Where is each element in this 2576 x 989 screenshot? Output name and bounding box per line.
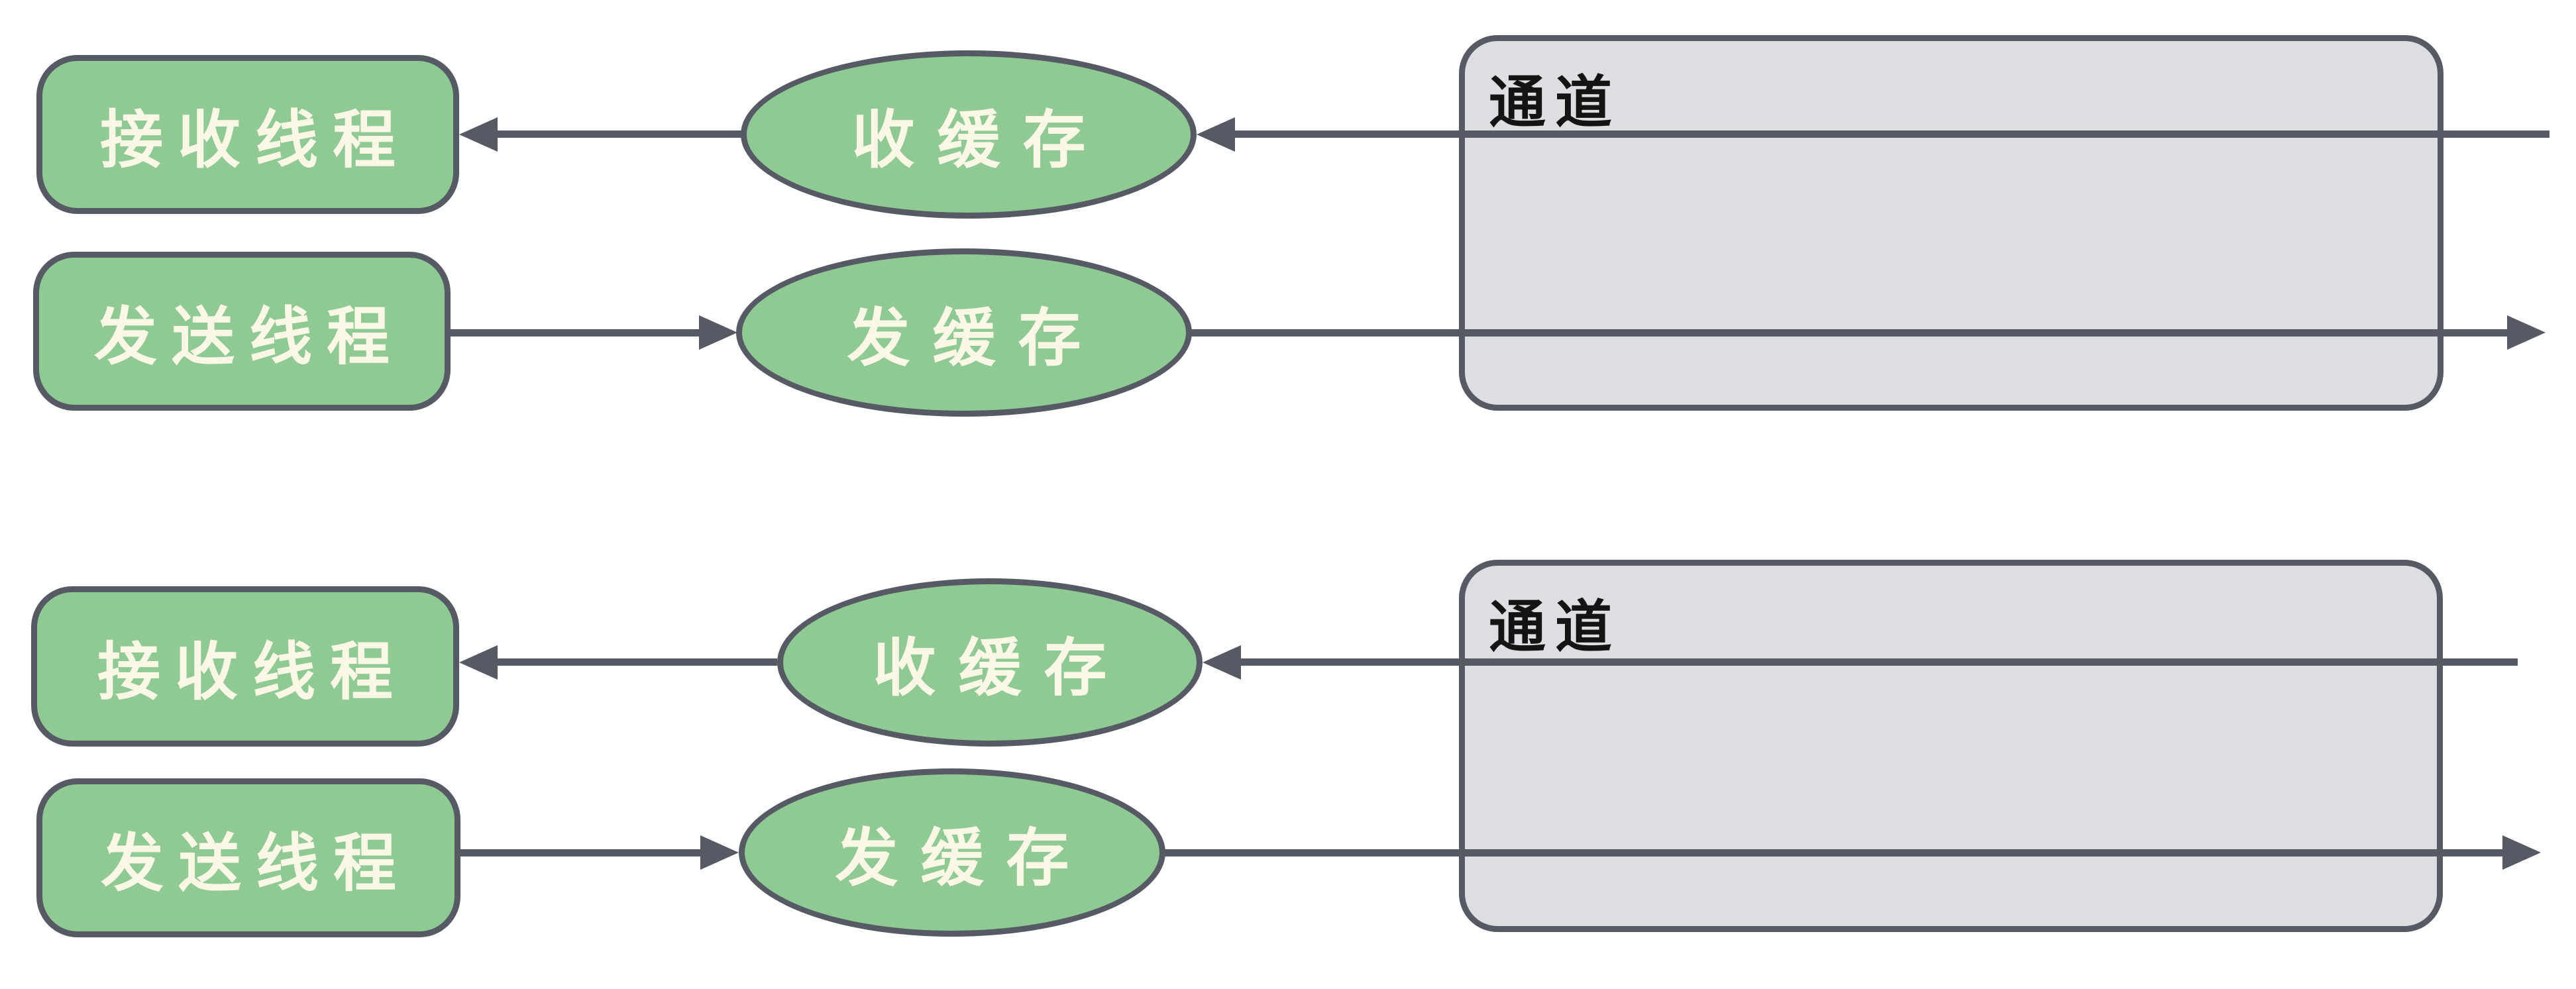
send-buffer-label-2: 发缓存 (835, 821, 1092, 895)
arrowhead-outgoing-right-2 (2502, 835, 2541, 870)
line-buffer-to-receive-thread-1 (490, 130, 742, 138)
send-buffer-ellipse-1: 发缓存 (736, 248, 1192, 417)
arrowhead-into-receive-buffer-1 (1197, 117, 1235, 152)
line-send-thread-to-buffer-1 (449, 329, 702, 337)
receive-buffer-label-2: 收缓存 (873, 631, 1130, 705)
receive-thread-box-1: 接收线程 (36, 55, 459, 214)
arrowhead-into-send-buffer-1 (699, 315, 737, 350)
receive-buffer-label-1: 收缓存 (851, 103, 1108, 177)
arrowhead-into-receive-buffer-2 (1203, 645, 1241, 680)
line-channel-to-receive-buffer-1 (1228, 130, 2549, 138)
receive-buffer-ellipse-2: 收缓存 (777, 578, 1203, 747)
channel-box-1: 通道 (1459, 35, 2443, 411)
receive-thread-label-1: 接收线程 (99, 103, 410, 177)
line-send-thread-to-buffer-2 (459, 849, 702, 857)
arrowhead-outgoing-right-1 (2507, 315, 2546, 350)
line-buffer-to-receive-thread-2 (490, 658, 777, 666)
send-thread-box-1: 发送线程 (33, 252, 451, 411)
receive-buffer-ellipse-1: 收缓存 (741, 50, 1197, 219)
send-buffer-label-1: 发缓存 (847, 301, 1104, 375)
channel-label-1: 通道 (1489, 70, 1621, 136)
channel-box-2: 通道 (1459, 560, 2443, 932)
receive-thread-label-2: 接收线程 (97, 635, 407, 709)
line-send-buffer-to-channel-1 (1191, 329, 2508, 337)
send-thread-label-2: 发送线程 (100, 827, 411, 900)
line-channel-to-receive-buffer-2 (1234, 658, 2518, 666)
arrowhead-into-receive-thread-1 (459, 117, 498, 152)
receive-thread-box-2: 接收线程 (31, 586, 459, 747)
arrowhead-into-receive-thread-2 (459, 645, 498, 680)
arrowhead-into-send-buffer-2 (700, 835, 739, 870)
channel-label-2: 通道 (1489, 594, 1621, 660)
send-buffer-ellipse-2: 发缓存 (739, 768, 1165, 937)
send-thread-box-2: 发送线程 (36, 778, 460, 937)
send-thread-label-1: 发送线程 (93, 300, 404, 374)
line-send-buffer-to-channel-2 (1164, 849, 2504, 857)
